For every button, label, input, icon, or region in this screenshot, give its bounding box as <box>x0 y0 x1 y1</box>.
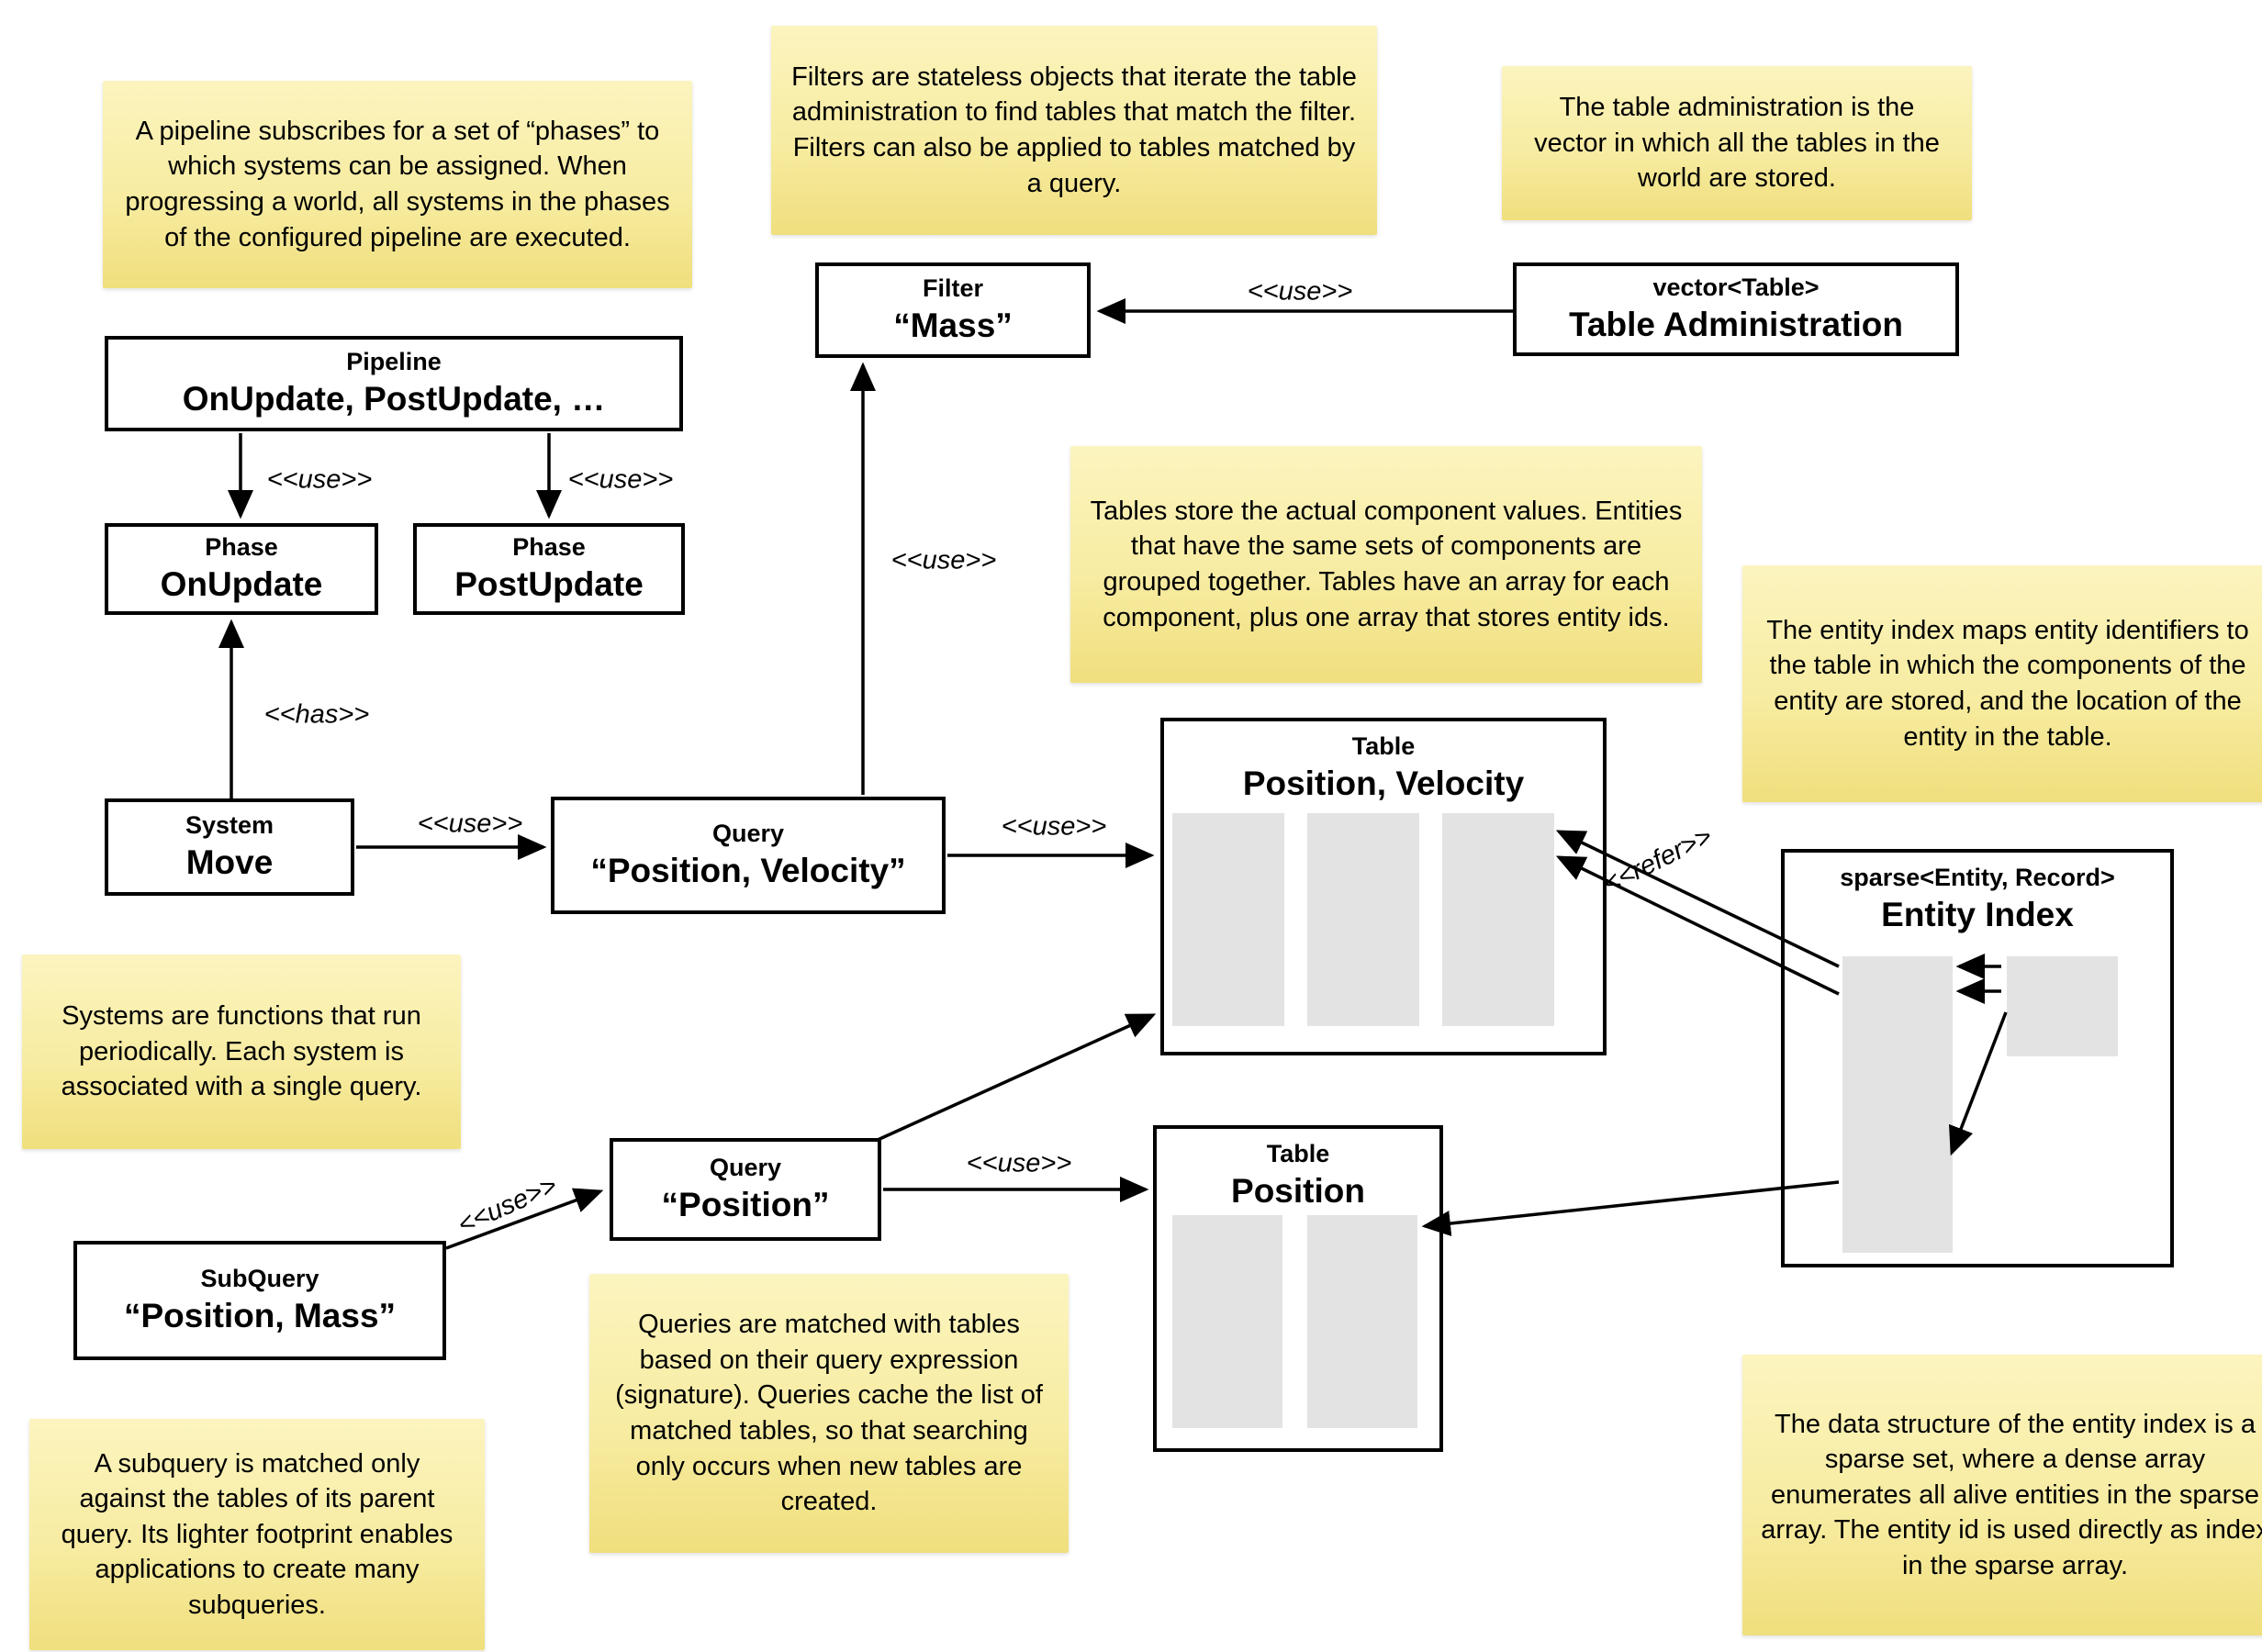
system-move-subtitle: Move <box>185 843 274 881</box>
entity-index-title: sparse<Entity, Record> <box>1840 864 2115 891</box>
use-label: <<use>> <box>1247 276 1353 307</box>
note-systems: Systems are functions that run periodica… <box>22 954 461 1149</box>
component-array <box>1172 1215 1282 1428</box>
query-position-subtitle: “Position” <box>661 1185 830 1223</box>
dense-array <box>2007 956 2118 1056</box>
edge-entityindex-to-table-p <box>1421 1180 1840 1236</box>
phase-postupdate-title: Phase <box>512 532 586 561</box>
phase-onupdate-title: Phase <box>205 532 278 561</box>
note-pipeline: A pipeline subscribes for a set of “phas… <box>103 81 692 288</box>
entity-index-box: sparse<Entity, Record> Entity Index <box>1781 849 2174 1267</box>
use-label: <<use>> <box>417 809 523 839</box>
table-position-box: Table Position <box>1153 1125 1443 1452</box>
pipeline-box: Pipeline OnUpdate, PostUpdate, … <box>105 336 683 431</box>
use-label: <<use>> <box>567 464 674 495</box>
query-position-velocity-box: Query “Position, Velocity” <box>551 797 946 914</box>
table-administration-subtitle: Table Administration <box>1569 305 1903 343</box>
table-administration-box: vector<Table> Table Administration <box>1513 262 1959 356</box>
filter-mass-subtitle: “Mass” <box>893 306 1013 344</box>
table-administration-title: vector<Table> <box>1652 273 1820 301</box>
subquery-subtitle: “Position, Mass” <box>123 1296 397 1334</box>
has-label: <<has>> <box>263 699 370 730</box>
subquery-title: SubQuery <box>200 1264 319 1292</box>
sparse-array <box>1842 956 1953 1253</box>
component-array <box>1307 813 1419 1026</box>
subquery-box: SubQuery “Position, Mass” <box>73 1241 446 1360</box>
phase-onupdate-box: Phase OnUpdate <box>105 523 378 615</box>
pipeline-box-title: Pipeline <box>346 347 442 375</box>
use-label: <<use>> <box>1001 811 1107 842</box>
table-position-velocity-subtitle: Position, Velocity <box>1242 765 1525 803</box>
phase-postupdate-subtitle: PostUpdate <box>454 564 644 603</box>
use-label: <<use>> <box>890 545 997 575</box>
use-label: <<use>> <box>453 1170 562 1241</box>
filter-mass-title: Filter <box>922 273 983 302</box>
component-array <box>1442 813 1554 1026</box>
use-label: <<use>> <box>266 464 373 495</box>
component-array <box>1172 813 1284 1026</box>
entity-index-subtitle: Entity Index <box>1881 896 2074 934</box>
component-array <box>1307 1215 1417 1428</box>
edge-queryp-to-table-pv <box>877 1013 1157 1142</box>
query-position-box: Query “Position” <box>610 1138 881 1241</box>
table-position-subtitle: Position <box>1231 1172 1365 1211</box>
system-move-box: System Move <box>105 798 354 896</box>
table-position-title: Table <box>1266 1140 1330 1167</box>
phase-onupdate-subtitle: OnUpdate <box>160 564 323 603</box>
refer-label: <<refer>> <box>1598 821 1718 899</box>
table-position-velocity-title: Table <box>1351 732 1416 760</box>
query-position-velocity-subtitle: “Position, Velocity” <box>590 851 906 889</box>
phase-postupdate-box: Phase PostUpdate <box>413 523 685 615</box>
note-queries: Queries are matched with tables based on… <box>589 1274 1069 1553</box>
use-label: <<use>> <box>966 1148 1072 1178</box>
note-filters: Filters are stateless objects that itera… <box>771 26 1377 235</box>
note-sparse-set: The data structure of the entity index i… <box>1742 1355 2262 1635</box>
table-position-velocity-box: Table Position, Velocity <box>1160 718 1607 1055</box>
query-position-velocity-title: Query <box>711 819 785 847</box>
note-tables: Tables store the actual component values… <box>1070 446 1702 683</box>
query-position-title: Query <box>709 1153 782 1181</box>
filter-mass-box: Filter “Mass” <box>815 262 1091 358</box>
note-entity-index: The entity index maps entity identifiers… <box>1742 565 2262 802</box>
system-move-title: System <box>185 810 274 839</box>
note-table-administration: The table administration is the vector i… <box>1502 66 1972 220</box>
pipeline-box-subtitle: OnUpdate, PostUpdate, … <box>182 379 606 418</box>
note-subquery: A subquery is matched only against the t… <box>29 1419 485 1650</box>
